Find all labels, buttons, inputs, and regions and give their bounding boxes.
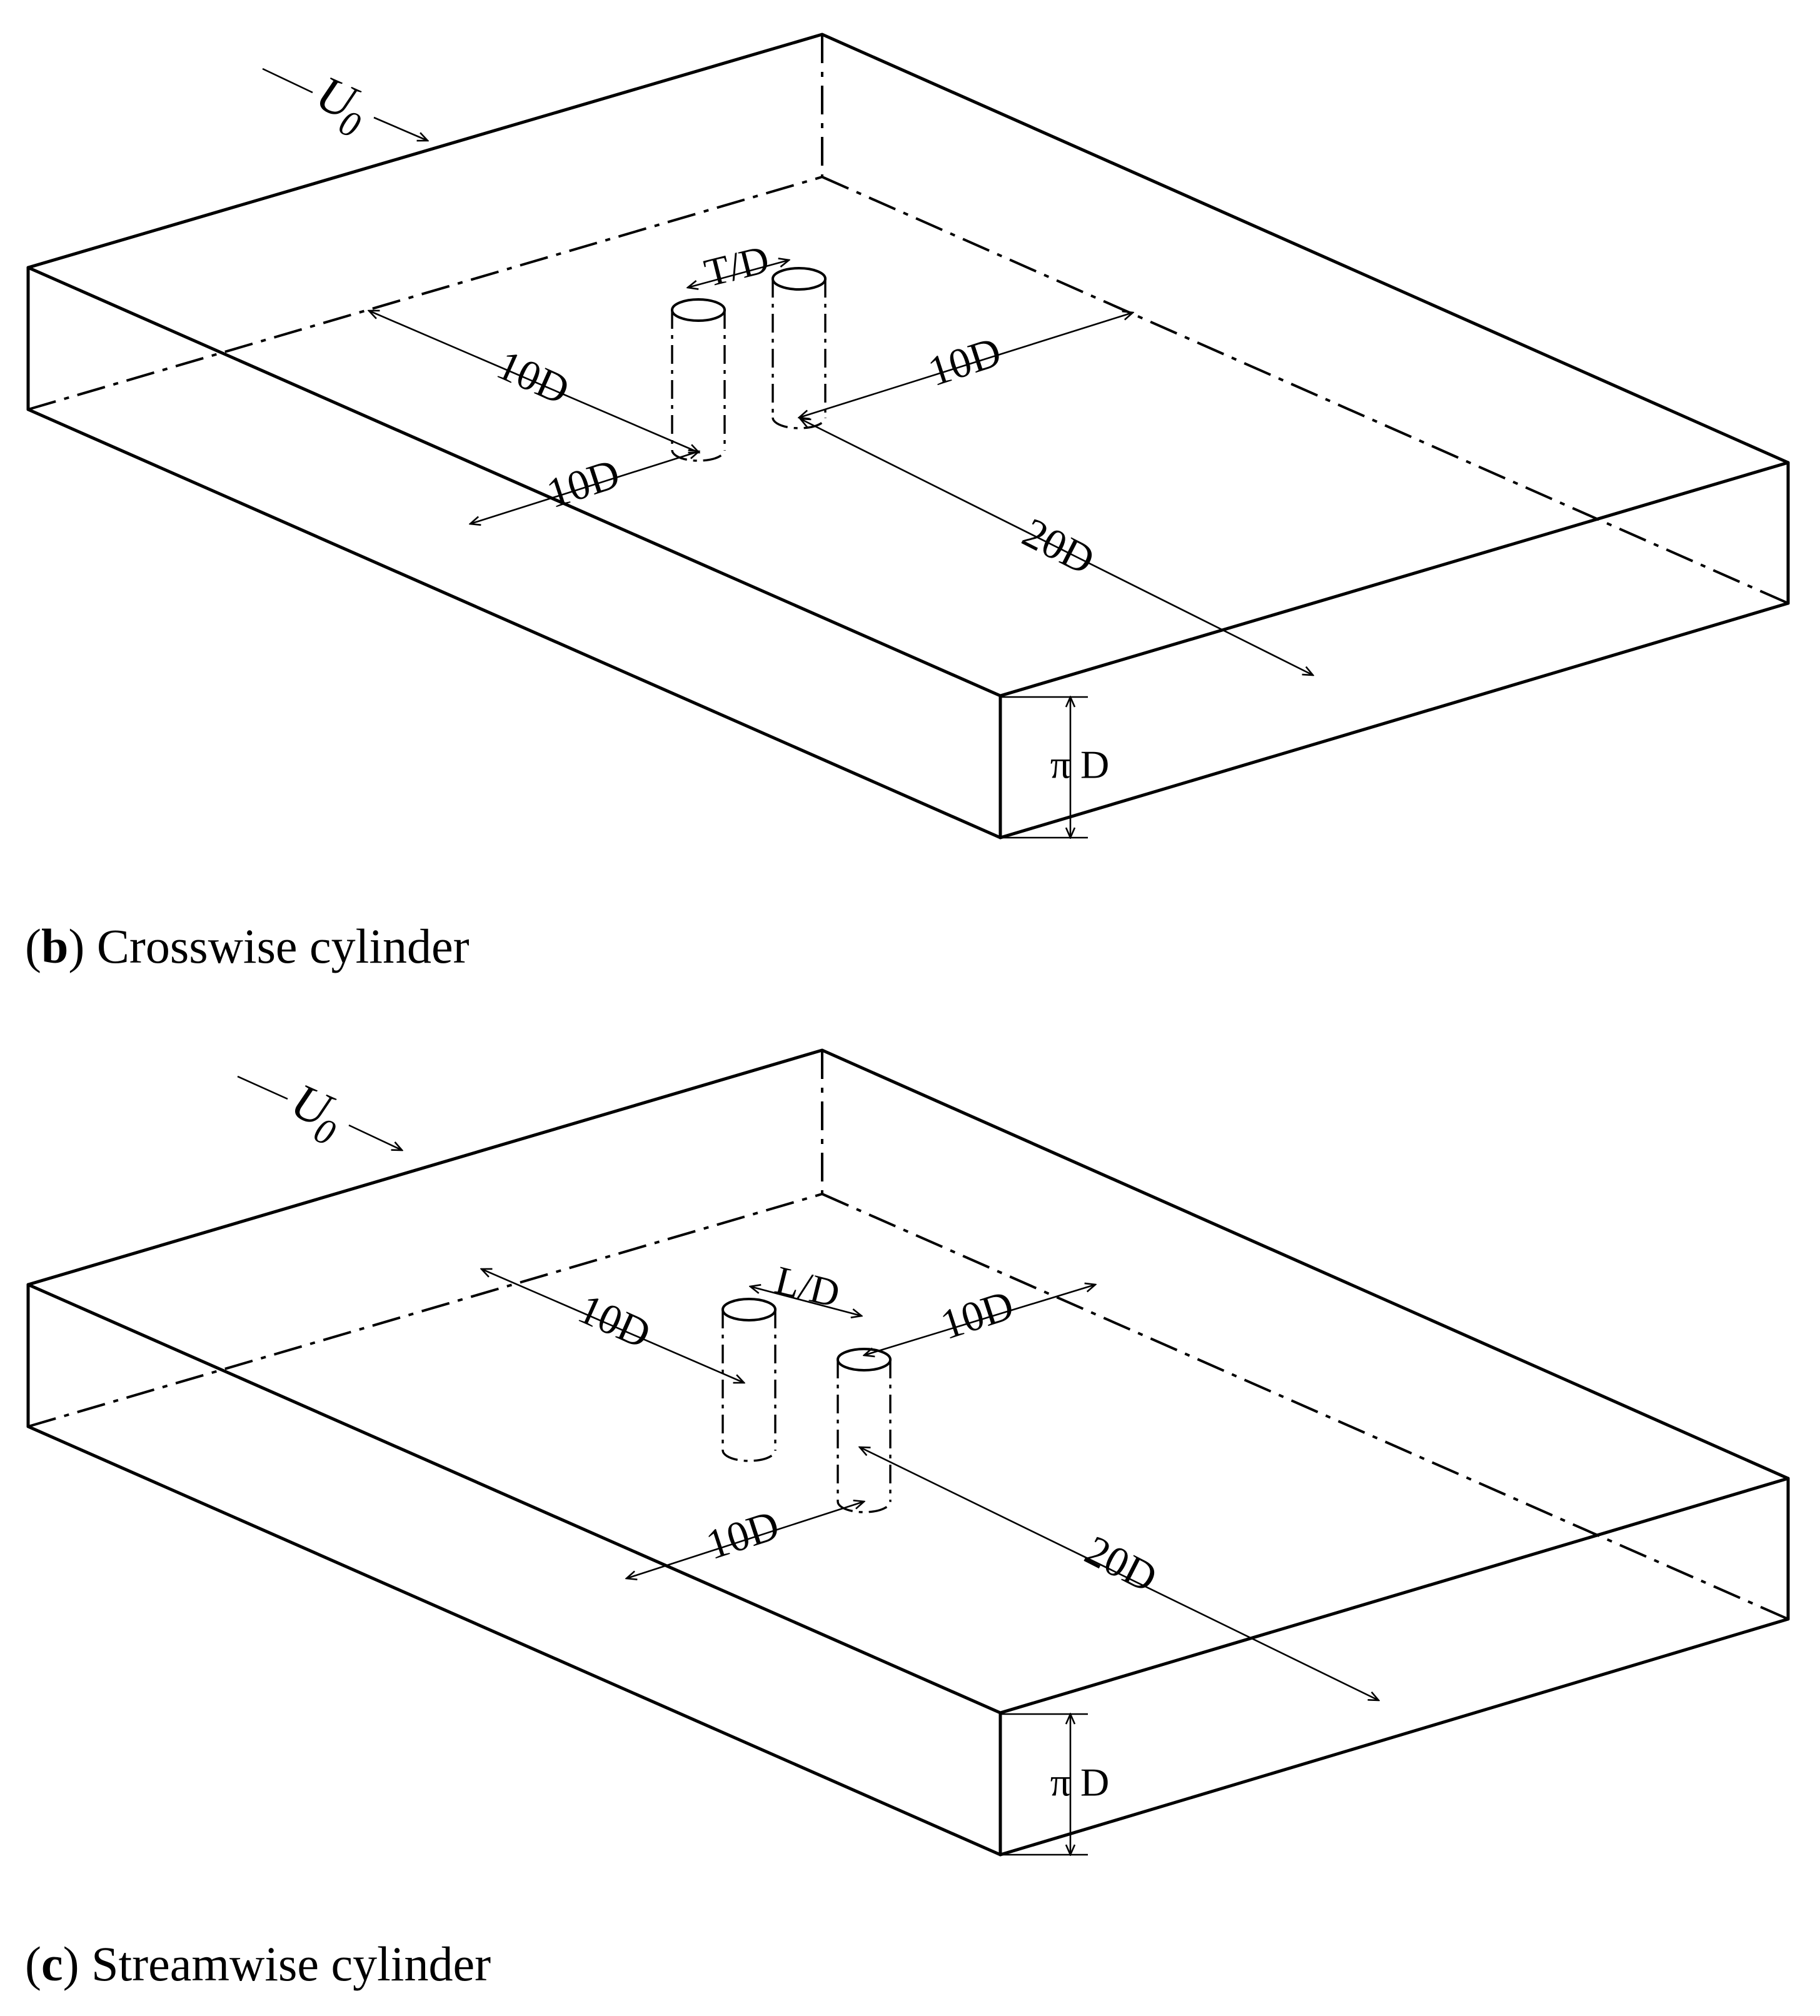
label-upstream: 10D [490, 341, 576, 414]
label-height: π D [1050, 743, 1110, 787]
hidden-edge-bottom-back-left [28, 176, 823, 411]
dim-line-side-left [470, 451, 699, 524]
box-edge-bottom-left [26, 408, 1002, 840]
flow-arrow-head [348, 1124, 402, 1150]
hidden-edge-bottom-back-left [28, 1193, 823, 1428]
hidden-edge-bottom-back-right [822, 1193, 1789, 1620]
dim-line-side-right [799, 313, 1133, 418]
cylinder-upstream [721, 1298, 777, 1462]
label-flow-velocity: U 0 [308, 66, 366, 146]
flow-arrow-head [373, 116, 428, 141]
label-side-left: 10D [541, 449, 625, 517]
box-edge-bottom-left [26, 1425, 1002, 1857]
label-side-right: 10D [922, 328, 1007, 395]
caption-c-text: Streamwise cylinder [91, 1937, 491, 1991]
caption-c: (c) Streamwise cylinder [25, 1937, 491, 1991]
panel-b: 10D 10D 10D 20D T/D π D U 0 [26, 33, 1790, 840]
label-side-right: 10D [935, 1281, 1019, 1348]
dim-line-upstream [481, 1269, 744, 1383]
label-gap: L/D [771, 1257, 844, 1316]
box-edge-bottom-right [998, 1617, 1790, 1857]
dim-line-gap [750, 1286, 862, 1316]
caption-b: (b) Crosswise cylinder [25, 919, 470, 973]
cylinder-right [772, 267, 827, 429]
caption-b-letter: b [41, 919, 68, 973]
label-downstream: 20D [1015, 508, 1102, 584]
cylinder-downstream [837, 1348, 892, 1513]
label-flow-velocity: U 0 [283, 1073, 341, 1153]
caption-b-text: Crosswise cylinder [97, 919, 470, 973]
caption-c-letter: c [41, 1937, 63, 1991]
dim-line-downstream [860, 1447, 1379, 1700]
flow-arrow-tail [237, 1075, 288, 1100]
dim-line-gap [688, 260, 789, 288]
label-upstream: 10D [571, 1285, 658, 1358]
panel-c: 10D 10D 10D 20D L/D π D U 0 [26, 1048, 1790, 1857]
label-side-left: 10D [700, 1501, 785, 1568]
hidden-edge-bottom-back-right [822, 176, 1789, 604]
label-gap: T/D [700, 236, 773, 295]
box-edge-bottom-right [998, 601, 1790, 840]
dim-line-side-right [864, 1285, 1095, 1355]
dim-line-side-left [626, 1502, 864, 1578]
flow-arrow-tail [262, 68, 313, 94]
box-top-face [26, 33, 1790, 698]
box-top-face [26, 1048, 1790, 1715]
dim-line-upstream [369, 311, 699, 453]
cylinder-left [671, 298, 726, 462]
dim-line-downstream [800, 419, 1313, 675]
label-height: π D [1050, 1760, 1110, 1805]
